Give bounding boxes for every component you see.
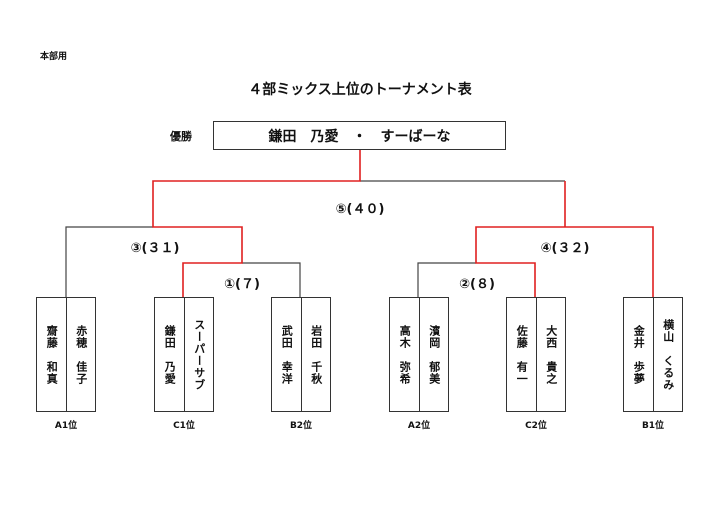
seed-label: B2位 (289, 421, 313, 431)
pair-box-c2: 佐藤 有一 大西 貴之 (506, 297, 566, 412)
note: 本部用 (40, 52, 68, 62)
player-name: 鎌田 乃愛 (163, 324, 177, 385)
player-name: 岩田 千秋 (309, 324, 323, 385)
page-title: ４部ミックス上位のトーナメント表 (248, 82, 472, 98)
seed-label: B1位 (641, 421, 665, 431)
seed-label: A2位 (407, 421, 431, 431)
player-name: スーパーサブ (192, 318, 206, 391)
player-name: 佐藤 有一 (515, 324, 529, 385)
seed-label: C2位 (525, 421, 547, 431)
pair-box-a2: 高木 弥希 濱岡 郁美 (389, 297, 449, 412)
winner-path-right (475, 181, 654, 297)
pair-box-b2: 武田 幸洋 岩田 千秋 (271, 297, 331, 412)
match-5-label: ⑤(４０) (335, 202, 385, 217)
player-name: 齋藤 和真 (45, 324, 59, 385)
winner-path-left (152, 150, 361, 297)
line-m2 (417, 262, 476, 297)
champion-box: 鎌田 乃愛 ・ すーばーな (213, 121, 506, 150)
player-name: 赤穂 佳子 (74, 324, 88, 385)
line-m3 (65, 226, 153, 297)
pair-box-a1: 齋藤 和真 赤穂 佳子 (36, 297, 96, 412)
match-1-label: ①(７) (224, 277, 260, 292)
match-3-label: ③(３１) (130, 241, 180, 256)
match-4-label: ④(３２) (540, 241, 590, 256)
player-name: 金井 歩夢 (632, 324, 646, 385)
match-2-label: ②(８) (459, 277, 495, 292)
player-name: 濱岡 郁美 (427, 324, 441, 385)
player-name: 横山 くるみ (661, 318, 675, 391)
seed-label: A1位 (54, 421, 78, 431)
seed-label: C1位 (173, 421, 195, 431)
pair-box-c1: 鎌田 乃愛 スーパーサブ (154, 297, 214, 412)
player-name: 武田 幸洋 (280, 324, 294, 385)
champion-label: 優勝 (170, 130, 192, 143)
line-m1 (242, 262, 301, 297)
player-name: 高木 弥希 (398, 324, 412, 385)
pair-box-b1: 金井 歩夢 横山 くるみ (623, 297, 683, 412)
player-name: 大西 貴之 (544, 324, 558, 385)
